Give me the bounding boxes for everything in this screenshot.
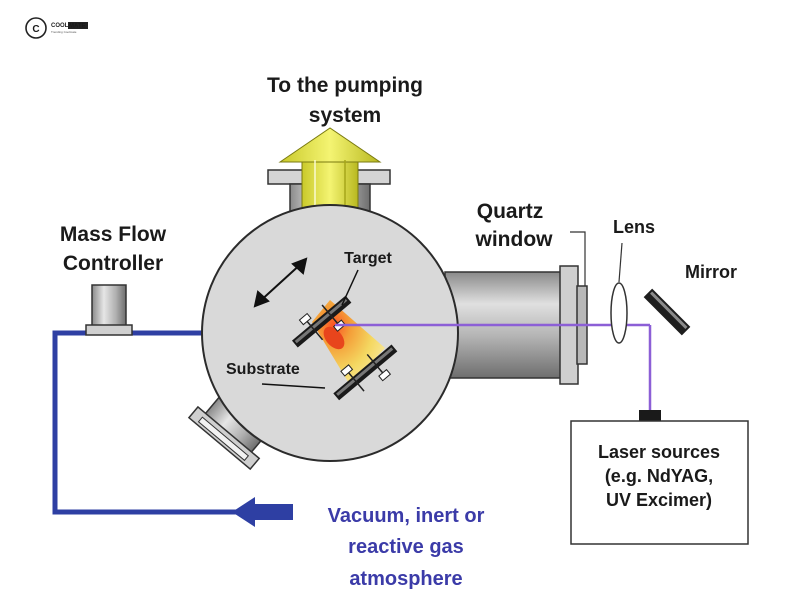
lens-leader	[618, 242, 623, 283]
label-mfc-line2: Controller	[63, 252, 163, 275]
label-target: Target	[344, 250, 392, 267]
label-laser-line2: (e.g. NdYAG,	[605, 466, 713, 486]
quartz-leader	[570, 231, 586, 286]
label-atm-line3: atmosphere	[349, 568, 462, 590]
logo-tag: MATE	[69, 24, 86, 30]
laser-beam	[335, 323, 652, 412]
label-mirror: Mirror	[685, 262, 737, 282]
plasma-plume	[312, 300, 385, 385]
logo-mark-icon	[25, 17, 47, 39]
gas-inlet-arrow-icon	[232, 497, 255, 527]
mass-flow-controller	[85, 284, 133, 336]
label-lens: Lens	[613, 217, 655, 237]
label-laser-line3: UV Excimer)	[606, 490, 712, 510]
plume-core	[323, 326, 345, 350]
label-laser-line1: Laser sources	[598, 442, 720, 462]
laser-source-box	[570, 420, 749, 545]
substrate	[333, 344, 398, 401]
gas-line	[52, 330, 290, 515]
laser-connector	[639, 410, 661, 422]
logo-name: COOL	[51, 23, 69, 29]
brand-logo: C COOL MATE Trending Coolmate	[25, 17, 88, 39]
movement-arrow-icon	[253, 257, 308, 308]
label-quartz-line2: window	[475, 228, 554, 251]
logo-tag-box	[68, 22, 88, 29]
lens-icon	[610, 282, 628, 344]
target	[291, 295, 352, 348]
label-substrate: Substrate	[226, 361, 300, 378]
label-pumping-line1: To the pumping	[267, 74, 423, 97]
label-pumping-line2: system	[309, 104, 381, 127]
logo-tagline: Trending Coolmate	[51, 30, 77, 34]
label-quartz-line1: Quartz	[477, 200, 544, 223]
logo-mark: C	[32, 24, 39, 35]
label-atm-line2: reactive gas	[348, 536, 464, 558]
target-leader	[341, 269, 359, 306]
label-atm-line1: Vacuum, inert or	[328, 505, 485, 527]
label-mfc-line1: Mass Flow	[60, 223, 167, 246]
mirror-icon	[643, 288, 691, 336]
substrate-leader	[261, 383, 326, 389]
gas-inlet-arrow-tail	[255, 504, 293, 520]
